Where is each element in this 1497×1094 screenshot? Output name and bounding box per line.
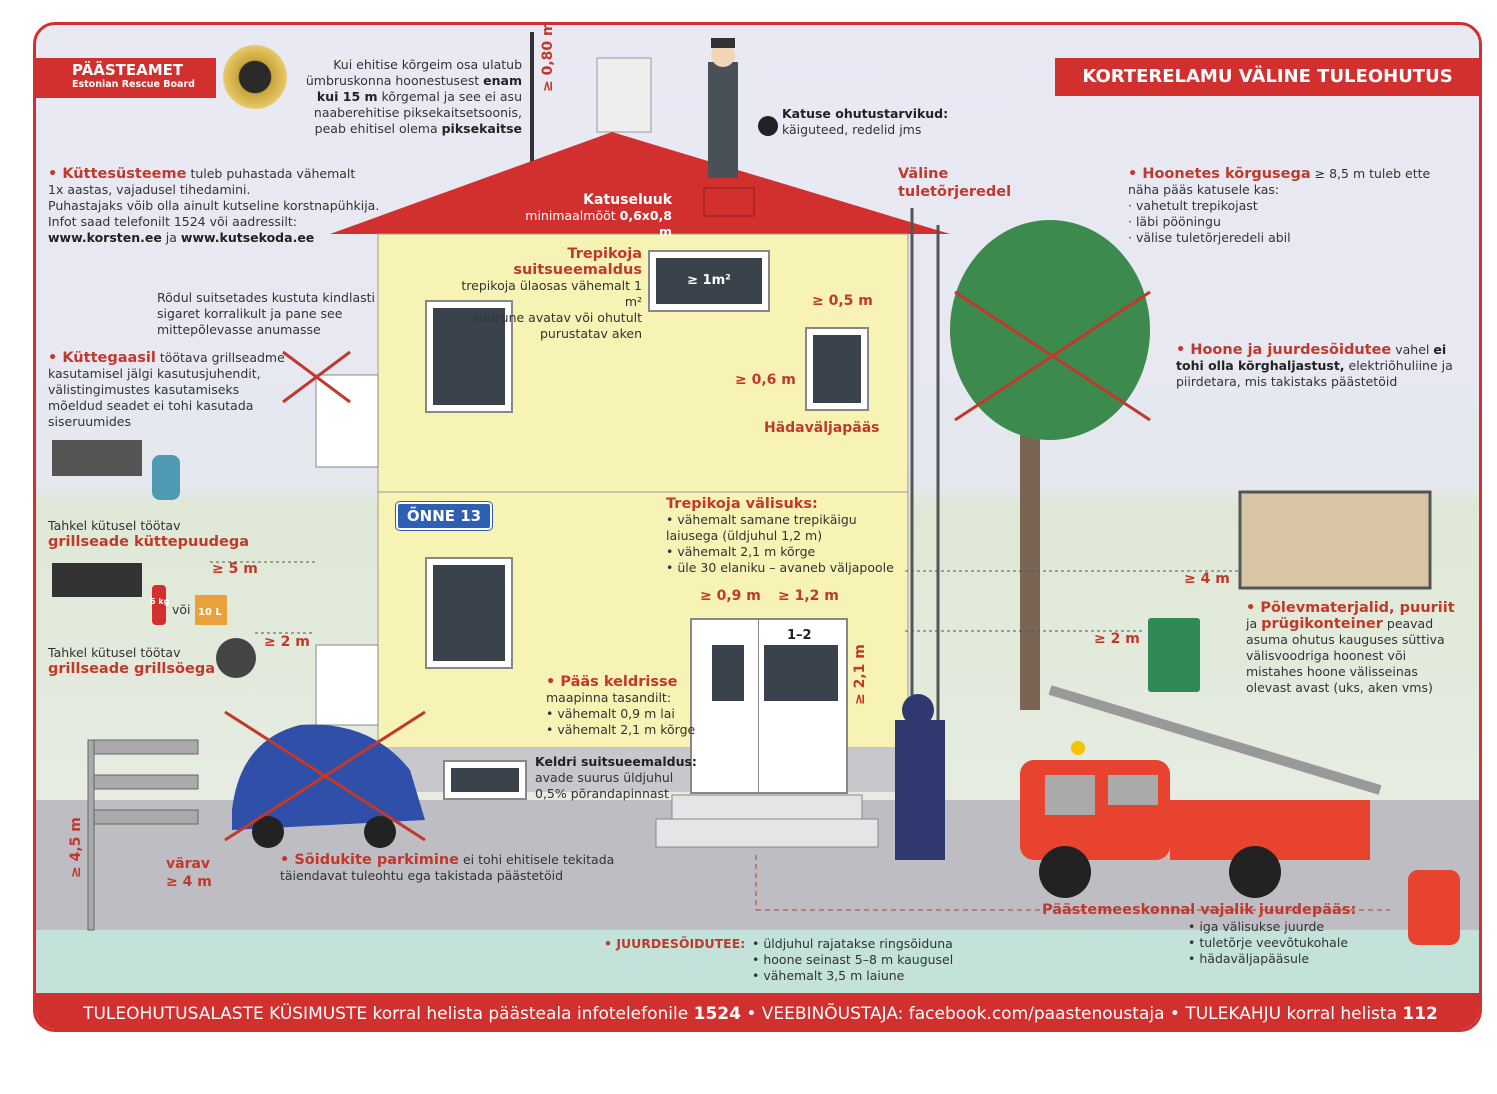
poster-title: KORTERELAMU VÄLINE TULEOHUTUS <box>1055 58 1480 96</box>
door-width-2: ≥ 1,2 m <box>778 588 839 604</box>
roof <box>330 132 950 234</box>
balcony-upper <box>315 374 379 468</box>
waste-bin <box>1148 618 1200 692</box>
basement-window <box>443 760 527 800</box>
exterior-door: 1–2 <box>690 618 848 794</box>
car <box>224 710 426 848</box>
access-road-title: • JUURDESÕIDUTEE: <box>604 936 746 951</box>
lightning-rod <box>530 32 534 164</box>
hydrant <box>1408 870 1460 945</box>
firefighter <box>895 694 945 860</box>
roof-safety-text: Katuse ohutustarvikud: käiguteed, redeli… <box>782 106 949 137</box>
chimney-sweep <box>708 38 778 178</box>
woodpile-distance: ≥ 4 m <box>1184 571 1230 587</box>
parking-text: • Sõidukite parkimine ei tohi ehitisele … <box>280 852 615 883</box>
exit-height: ≥ 0,6 m <box>735 372 796 388</box>
greenery-text: • Hoone ja juurdesõidutee vahel ei tohi … <box>1176 342 1453 389</box>
balcony-smoking-cross <box>282 350 351 404</box>
wood-grill-text: Tahkel kütusel töötav grillseade küttepu… <box>48 518 250 550</box>
gate <box>87 739 199 931</box>
basement-text: • Pääs keldrisse maapinna tasandilt: • v… <box>546 674 696 737</box>
charcoal-grill <box>216 638 256 678</box>
access-road-list: • üldjuhul rajatakse ringsõiduna • hoone… <box>752 936 954 983</box>
window-emergency-exit <box>805 327 869 411</box>
woodpile <box>1238 490 1432 590</box>
chimney <box>596 57 652 133</box>
window-stair-smoke: ≥ 1m² <box>648 250 770 312</box>
door-width-1: ≥ 0,9 m <box>700 588 761 604</box>
basement-smoke-text: Keldri suitsueemaldus: avade suurus üldj… <box>535 754 697 801</box>
gas-grill-text: • Küttegaasil töötava grillseadme kasuta… <box>48 350 285 429</box>
heating-text: • Küttesüsteeme tuleb puhastada vähemalt… <box>48 166 380 245</box>
footer-bar: TULEOHUTUSALASTE KÜSIMUSTE korral helist… <box>36 993 1479 1029</box>
hatch-text: Katuseluuk minimaalmõõt 0,6x0,8 m <box>525 192 672 239</box>
steps <box>671 794 863 820</box>
address-plate: ÕNNE 13 <box>395 501 493 531</box>
roof-access-text: • Hoonetes kõrgusega ≥ 8,5 m tuleb ette … <box>1128 166 1431 245</box>
door-height: ≥ 2,1 m <box>852 644 868 705</box>
rescue-access-text: Päästemeeskonnal vajalik juurdepääs: <box>1042 902 1357 918</box>
charcoal-grill-text: Tahkel kütusel töötav grillseade grillsö… <box>48 645 215 677</box>
bin-distance: ≥ 2 m <box>1094 631 1140 647</box>
exterior-ladder <box>910 208 940 790</box>
gas-grill <box>52 440 180 500</box>
door-number: 1–2 <box>787 628 812 643</box>
chimney-height: ≥ 0,80 m <box>540 21 556 92</box>
or-label: või <box>172 602 191 617</box>
fire-truck <box>1020 685 1382 898</box>
balcony-text: Rõdul suitsetades kustuta kindlasti siga… <box>157 290 375 337</box>
combustibles-text: • Põlevmaterjalid, puuriit ja prügikonte… <box>1246 600 1455 695</box>
wood-grill <box>52 563 227 625</box>
ladder-label: Väline tuletõrjeredel <box>898 166 1012 200</box>
gate-height: ≥ 4,5 m <box>68 817 84 878</box>
wood-grill-distance: ≥ 5 m <box>212 561 258 577</box>
logo-banner: PÄÄSTEAMET Estonian Rescue Board <box>36 58 216 98</box>
extinguisher-label: 6 kg <box>150 597 170 606</box>
exit-width: ≥ 0,5 m <box>812 293 873 309</box>
lightning-text: Kui ehitise kõrgeim osa ulatub ümbruskon… <box>305 57 522 136</box>
grass <box>36 930 1479 995</box>
window <box>425 300 513 413</box>
window <box>425 557 513 669</box>
charcoal-grill-distance: ≥ 2 m <box>264 634 310 650</box>
stair-smoke-text: Trepikoja suitsueemaldus trepikoja ülaos… <box>461 246 642 341</box>
tree <box>950 220 1151 710</box>
bucket-label: 10 L <box>198 607 222 618</box>
exterior-door-text: Trepikoja välisuks: • vähemalt samane tr… <box>666 496 894 575</box>
hatch <box>703 187 755 217</box>
exit-label: Hädaväljapääs <box>764 420 880 436</box>
rescue-board-star-logo <box>218 40 292 114</box>
balcony-lower <box>315 644 379 726</box>
rescue-access-list: • iga välisukse juurde • tuletõrje veevõ… <box>1188 919 1349 966</box>
gate-label: värav ≥ 4 m <box>166 856 212 890</box>
